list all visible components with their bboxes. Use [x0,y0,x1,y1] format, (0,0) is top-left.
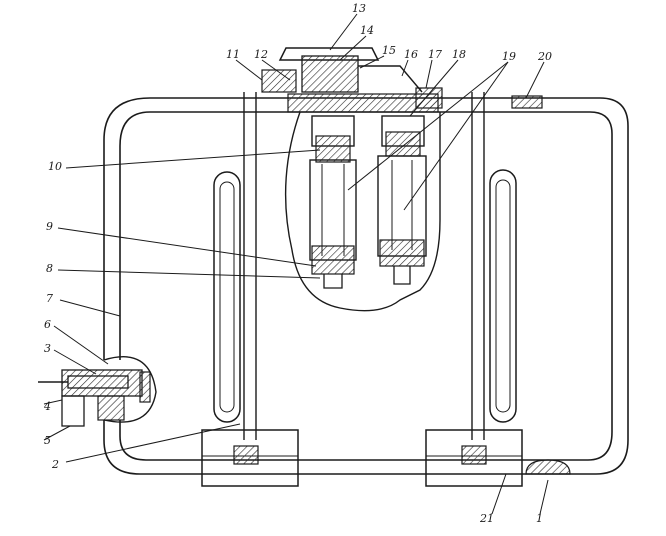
label-2: 2 [51,458,59,471]
left-rod [201,92,299,487]
label-21: 21 [479,512,494,525]
drain-plug [525,459,571,475]
label-7: 7 [46,292,53,305]
label-19: 19 [502,50,516,63]
filter-bowl [284,111,441,312]
label-20: 20 [537,50,552,63]
top-fitting [511,95,543,109]
label-18: 18 [452,48,466,61]
tank-frame [103,97,629,475]
right-rod [425,92,523,487]
filter-element-left [309,115,357,289]
label-9: 9 [46,220,53,233]
left-slot [213,171,241,423]
label-6: 6 [44,318,51,331]
filter-element-right [377,115,427,285]
label-12: 12 [254,48,268,61]
filter-head [261,47,443,113]
part-labels: 13 14 15 11 12 16 17 18 19 20 10 9 8 7 6… [43,2,552,525]
label-13: 13 [352,2,366,15]
drain-valve [38,356,157,427]
label-15: 15 [382,44,396,57]
label-16: 16 [404,48,418,61]
label-5: 5 [44,434,51,447]
label-4: 4 [43,400,51,413]
leader-lines [43,13,549,515]
right-slot [489,169,517,423]
label-3: 3 [44,342,51,355]
label-17: 17 [428,48,442,61]
label-14: 14 [360,24,374,37]
label-8: 8 [46,262,53,275]
label-11: 11 [226,48,240,61]
label-10: 10 [48,160,62,173]
label-1: 1 [536,512,543,525]
